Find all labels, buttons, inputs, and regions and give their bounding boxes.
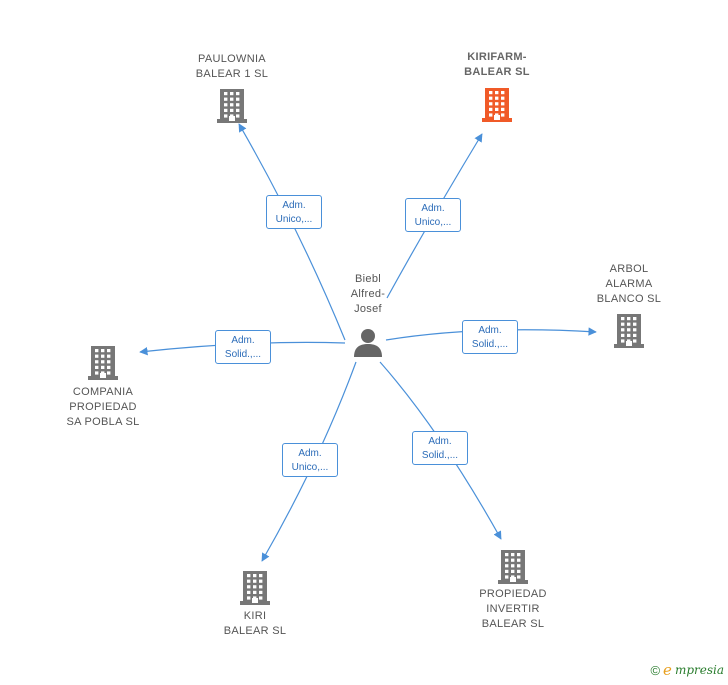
- relation-label-paulownia[interactable]: Adm. Unico,...: [266, 195, 322, 229]
- company-name-paulownia[interactable]: PAULOWNIA BALEAR 1 SL: [195, 53, 269, 80]
- building-icon: [240, 571, 270, 605]
- person-node[interactable]: [353, 327, 383, 362]
- brand-e-mark: e: [663, 661, 672, 679]
- company-name-kiri[interactable]: KIRI BALEAR SL: [223, 610, 287, 637]
- building-icon: [482, 88, 512, 122]
- company-node-kiri[interactable]: [240, 569, 270, 610]
- relation-label-kirifarm[interactable]: Adm. Unico,...: [405, 198, 461, 232]
- relation-label-propiedad[interactable]: Adm. Solid.,...: [412, 431, 468, 465]
- building-icon: [88, 346, 118, 380]
- company-node-arbol[interactable]: [614, 312, 644, 353]
- company-node-kirifarm[interactable]: [482, 86, 512, 127]
- brand-name: mpresia: [674, 663, 724, 677]
- company-name-propiedad[interactable]: PROPIEDAD INVERTIR BALEAR SL: [479, 588, 547, 630]
- copyright-symbol: ©: [650, 662, 661, 678]
- relation-label-compania[interactable]: Adm. Solid.,...: [215, 330, 271, 364]
- company-node-paulownia[interactable]: [217, 87, 247, 128]
- company-name-arbol[interactable]: ARBOL ALARMA BLANCO SL: [596, 263, 662, 305]
- relation-edge-paulownia: [238, 123, 346, 341]
- building-icon: [217, 89, 247, 123]
- company-name-kirifarm[interactable]: KIRIFARM- BALEAR SL: [464, 51, 530, 78]
- building-icon: [498, 550, 528, 584]
- person-icon: [354, 329, 382, 357]
- relation-label-arbol[interactable]: Adm. Solid.,...: [462, 320, 518, 354]
- person-name[interactable]: Biebl Alfred- Josef: [350, 273, 386, 315]
- relation-label-kiri[interactable]: Adm. Unico,...: [282, 443, 338, 477]
- company-node-compania[interactable]: [88, 344, 118, 385]
- company-node-propiedad[interactable]: [498, 548, 528, 589]
- company-name-compania[interactable]: COMPANIA PROPIEDAD SA POBLA SL: [66, 386, 140, 428]
- building-icon: [614, 314, 644, 348]
